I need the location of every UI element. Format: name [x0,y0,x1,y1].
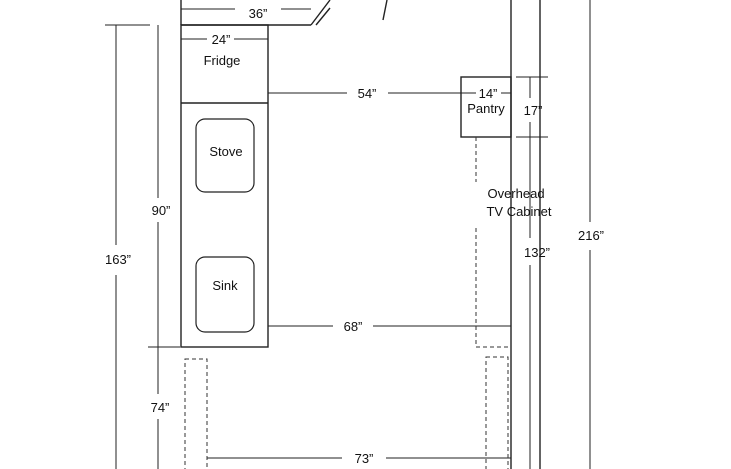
counter-length-label: 90” [152,203,171,218]
lower-right-dashed-cabinet [485,356,509,469]
top-counter-dimension-label: 36” [249,6,268,21]
fridge-label: Fridge [204,53,241,68]
left-wall-dimension [105,24,150,469]
pantry-width-label: 14” [479,86,498,101]
sink-label: Sink [212,278,238,293]
pantry-label: Pantry [467,101,505,116]
fridge-width-label: 24” [212,32,231,47]
lower-section-length-label: 74” [151,400,170,415]
upper-aisle-dimension-label: 54” [358,86,377,101]
left-wall-length-label: 163” [105,252,131,267]
lower-aisle-dimension-label: 68” [344,319,363,334]
counter-run [180,24,269,348]
right-wall [510,0,541,469]
counter-dimension [148,25,180,469]
stove-label: Stove [209,144,242,159]
right-wall-length-label: 216” [578,228,604,243]
lower-left-dashed-cabinet [184,358,208,469]
right-inner-dimension [516,76,548,469]
overhead-cabinet-label-line1: Overhead [487,186,544,201]
aisle-dimensions [207,92,511,459]
overhead-tv-cabinet [475,137,511,348]
tv-cabinet-length-label: 132” [524,245,550,260]
overhead-cabinet-label-line2: TV Cabinet [486,204,551,219]
stove-icon [195,118,255,193]
lower-width-label: 73” [355,451,374,466]
top-counter [180,0,388,26]
sink-icon [195,256,255,333]
pantry-depth-label: 17” [524,103,543,118]
